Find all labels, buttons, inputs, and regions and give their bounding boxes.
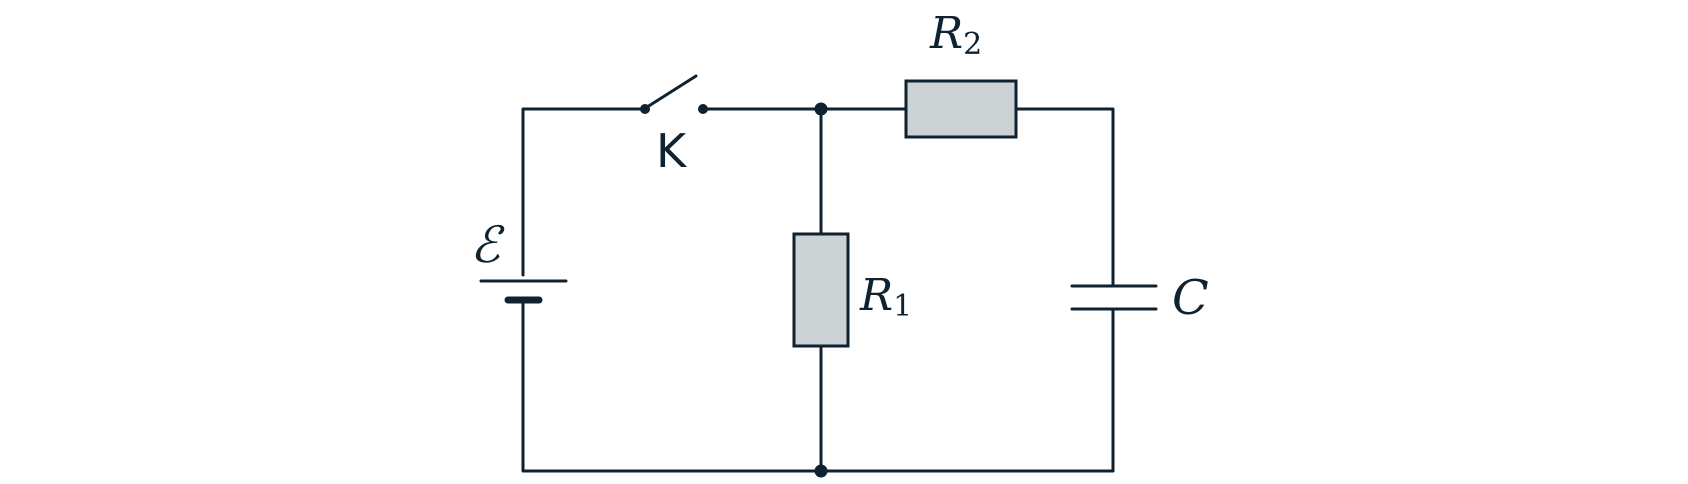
- wire-top-left: [521, 107, 646, 277]
- junction-bottom: [814, 464, 828, 478]
- switch-blade: [642, 74, 698, 111]
- emf-label: ℰ: [470, 216, 505, 274]
- resistor-r1: [792, 232, 850, 348]
- switch-label: K: [656, 124, 688, 178]
- r1-letter: R: [859, 270, 893, 321]
- r2-label: R2: [929, 8, 982, 62]
- capacitor-label: C: [1172, 270, 1209, 326]
- capacitor-gap: [1100, 287, 1126, 308]
- switch-contact-left: [640, 104, 650, 114]
- r2-letter: R: [929, 8, 963, 59]
- r1-label: R1: [859, 270, 912, 324]
- resistor-r2: [904, 79, 1018, 139]
- r2-subscript: 2: [963, 27, 982, 62]
- r1-subscript: 1: [893, 289, 912, 324]
- wire-bottom: [521, 107, 1115, 473]
- junction-top: [814, 102, 828, 116]
